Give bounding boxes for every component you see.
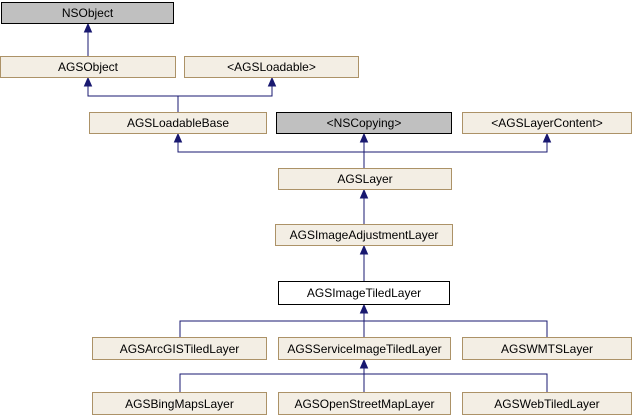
class-node-agsimagetiledlayer: AGSImageTiledLayer: [278, 281, 450, 305]
class-node-agswebtiledlayer[interactable]: AGSWebTiledLayer: [462, 392, 632, 415]
class-node-agsloadablebase[interactable]: AGSLoadableBase: [89, 112, 267, 134]
edge-agsloadablebase-parents: [83, 76, 277, 112]
class-node-agsloadable[interactable]: <AGSLoadable>: [184, 56, 359, 78]
class-node-agslayercontent[interactable]: <AGSLayerContent>: [462, 112, 632, 134]
edge-subclasses-agsimagetiledlayer: [179, 303, 548, 337]
class-node-agsbingmapslayer[interactable]: AGSBingMapsLayer: [92, 392, 267, 415]
class-node-agsimageadjustmentlayer[interactable]: AGSImageAdjustmentLayer: [275, 224, 453, 246]
class-node-agswmtslayer[interactable]: AGSWMTSLayer: [462, 337, 632, 360]
class-node-agsarcgistiledlayer[interactable]: AGSArcGISTiledLayer: [92, 337, 267, 360]
edge-agslayer-parents: [173, 132, 552, 168]
edge-subclasses-agsserviceimagetiledlayer: [179, 358, 548, 392]
edge-agsobject-nsobject: [83, 22, 93, 56]
edge-agsimagetiledlayer-agsimageadjustmentlayer: [359, 244, 369, 281]
edge-agsimageadjustmentlayer-agslayer: [359, 188, 369, 224]
class-node-agslayer[interactable]: AGSLayer: [278, 168, 452, 190]
class-node-agsobject[interactable]: AGSObject: [0, 56, 176, 78]
class-node-agsopenstreetmaplayer[interactable]: AGSOpenStreetMapLayer: [278, 392, 451, 415]
class-node-agsserviceimagetiledlayer[interactable]: AGSServiceImageTiledLayer: [278, 337, 451, 360]
class-node-nsobject: NSObject: [1, 2, 174, 24]
class-node-nscopying: <NSCopying>: [276, 112, 452, 134]
